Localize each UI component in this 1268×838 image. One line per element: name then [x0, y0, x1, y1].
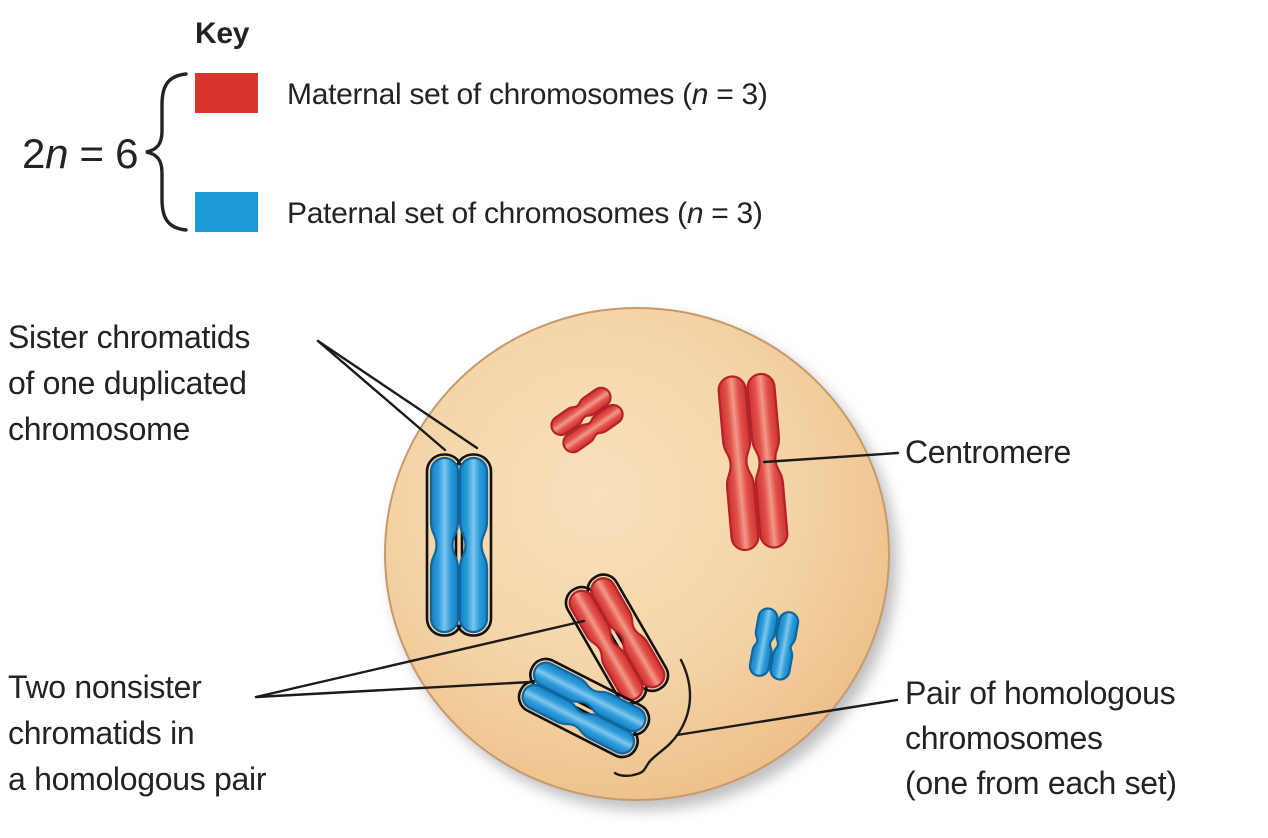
key-label-maternal: Maternal set of chromosomes (n = 3): [287, 78, 768, 111]
key-label-paternal: Paternal set of chromosomes (n = 3): [287, 197, 763, 230]
chromosome-red-homolog: [564, 572, 670, 706]
label-sister-line1: Sister chromatids: [8, 319, 250, 355]
leader-line-sister-a: [316, 339, 447, 452]
ploidy-label: 2n = 6: [22, 130, 138, 177]
label-homologous-pair: Pair of homologous chromosomes (one from…: [905, 675, 1177, 801]
key-swatch-maternal: [195, 73, 258, 113]
chromosome-blue-homolog: [517, 657, 651, 759]
leader-line-pair: [675, 698, 899, 737]
homologous-pair-bracket: [613, 658, 692, 777]
label-sister-chromatids: Sister chromatids of one duplicated chro…: [8, 319, 250, 447]
label-sister-line2: of one duplicated: [8, 365, 247, 401]
leader-line-centromere: [762, 451, 900, 464]
label-pair-line2: chromosomes: [905, 720, 1103, 756]
label-nonsister-line1: Two nonsister: [8, 669, 202, 705]
key-title: Key: [195, 17, 250, 50]
label-centromere: Centromere: [905, 434, 1071, 470]
chromosome-blue-large: [425, 453, 493, 637]
leader-line-sister-b: [316, 339, 479, 450]
label-pair-line3: (one from each set): [905, 765, 1177, 801]
label-nonsister-line2: chromatids in: [8, 715, 194, 751]
leader-line-nonsister-b: [254, 680, 533, 699]
label-pair-line1: Pair of homologous: [905, 675, 1175, 711]
label-nonsister-line3: a homologous pair: [8, 761, 267, 797]
key-brace: [145, 72, 188, 232]
key-swatch-paternal: [195, 192, 258, 232]
label-nonsister-chromatids: Two nonsister chromatids in a homologous…: [8, 669, 267, 797]
label-sister-line3: chromosome: [8, 411, 190, 447]
leader-line-nonsister-a: [254, 619, 586, 699]
